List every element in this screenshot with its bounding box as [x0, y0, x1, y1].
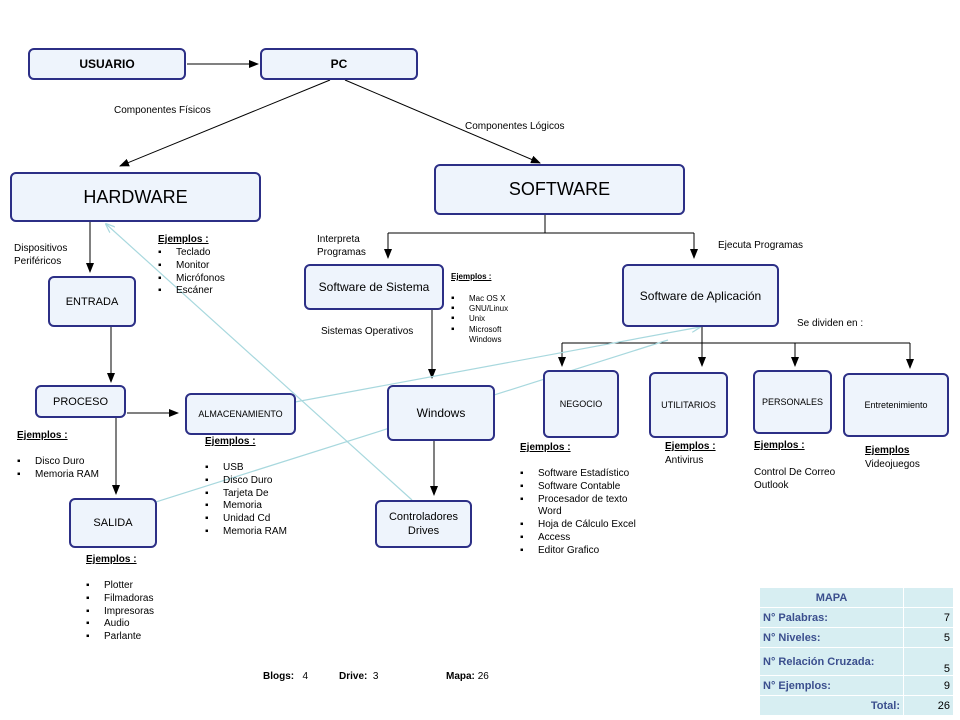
- examples-utilitarios-text: Antivirus: [665, 455, 704, 466]
- table-row: Total: 26: [759, 695, 954, 716]
- node-hardware[interactable]: HARDWARE: [10, 172, 261, 222]
- list-item: Editor Grafico: [520, 545, 636, 558]
- table-row: N° Palabras: 7: [759, 607, 954, 628]
- label-interpreta-programas: Interpreta Programas: [317, 234, 366, 258]
- label-componentes-fisicos: Componentes Físicos: [114, 105, 211, 116]
- node-negocio[interactable]: NEGOCIO: [543, 370, 619, 438]
- examples-hardware-list: Teclado Monitor Micrófonos Escáner: [158, 247, 225, 298]
- list-item: Impresoras: [86, 606, 154, 619]
- list-item: Tarjeta De: [205, 488, 287, 501]
- examples-sistema-title: Ejemplos :: [451, 272, 492, 281]
- crosslink-almacenamiento-aplicacion: [294, 327, 700, 403]
- examples-entretenimiento-title: Ejemplos: [865, 445, 910, 456]
- examples-personales-title: Ejemplos :: [754, 440, 805, 451]
- examples-sistema-list: Mac OS X GNU/Linux Unix Microsoft Window…: [451, 294, 508, 345]
- node-software-aplicacion[interactable]: Software de Aplicación: [622, 264, 779, 327]
- examples-negocio-list: Software Estadístico Software Contable P…: [520, 468, 636, 558]
- list-item: Parlante: [86, 631, 154, 644]
- node-windows[interactable]: Windows: [387, 385, 495, 441]
- arrow-pc-software: [344, 79, 541, 164]
- mapa-row-value: 5: [903, 647, 954, 676]
- footer-blogs: Blogs: 4: [263, 671, 309, 682]
- table-row: MAPA: [759, 587, 954, 608]
- examples-utilitarios-title: Ejemplos :: [665, 441, 716, 452]
- node-personales[interactable]: PERSONALES: [753, 370, 832, 434]
- mapa-row-value: 7: [903, 607, 954, 628]
- examples-almacenamiento-title: Ejemplos :: [205, 436, 256, 447]
- list-item: Micrófonos: [158, 273, 225, 286]
- node-almacenamiento[interactable]: ALMACENAMIENTO: [185, 393, 296, 435]
- arrow-software-branches: [388, 215, 694, 234]
- list-item: Procesador de texto: [520, 494, 636, 507]
- node-entretenimiento[interactable]: Entretenimiento: [843, 373, 949, 437]
- list-item: Memoria: [205, 500, 287, 513]
- list-item: USB: [205, 462, 287, 475]
- list-item: GNU/Linux: [451, 304, 508, 314]
- mapa-header: MAPA: [759, 587, 904, 608]
- examples-negocio-title: Ejemplos :: [520, 442, 571, 453]
- list-item: Unix: [451, 314, 508, 324]
- table-row: N° Relación Cruzada: 5: [759, 647, 954, 676]
- examples-hardware-title: Ejemplos :: [158, 234, 209, 245]
- mapa-row-value: 9: [903, 675, 954, 696]
- list-item: Monitor: [158, 260, 225, 273]
- label-componentes-logicos: Componentes Lógicos: [465, 121, 565, 132]
- footer-mapa: Mapa: 26: [446, 671, 489, 682]
- node-usuario[interactable]: USUARIO: [28, 48, 186, 80]
- crosslink-controladores-hardware: [106, 224, 413, 501]
- examples-salida-title: Ejemplos :: [86, 554, 137, 565]
- node-proceso[interactable]: PROCESO: [35, 385, 126, 418]
- list-item: Windows: [469, 334, 502, 344]
- arrow-pc-hardware: [119, 79, 331, 167]
- node-utilitarios[interactable]: UTILITARIOS: [649, 372, 728, 438]
- mapa-row-label: Total:: [759, 695, 904, 716]
- list-item: Plotter: [86, 580, 154, 593]
- node-pc[interactable]: PC: [260, 48, 418, 80]
- list-item: Memoria RAM: [17, 469, 99, 482]
- list-item: Word: [538, 506, 562, 518]
- examples-almacenamiento-list: USB Disco Duro Tarjeta De Memoria Unidad…: [205, 462, 287, 539]
- node-software-sistema[interactable]: Software de Sistema: [304, 264, 444, 310]
- list-item: Audio: [86, 618, 154, 631]
- examples-proceso-title: Ejemplos :: [17, 430, 68, 441]
- list-item: Disco Duro: [205, 475, 287, 488]
- list-item: Software Contable: [520, 481, 636, 494]
- table-row: N° Ejemplos: 9: [759, 675, 954, 696]
- node-salida[interactable]: SALIDA: [69, 498, 157, 548]
- mapa-row-label: N° Relación Cruzada:: [759, 647, 904, 676]
- mapa-row-label: N° Palabras:: [759, 607, 904, 628]
- mapa-row-value: 5: [903, 627, 954, 648]
- node-software[interactable]: SOFTWARE: [434, 164, 685, 215]
- list-item: Filmadoras: [86, 593, 154, 606]
- label-se-dividen-en: Se dividen en :: [797, 318, 864, 329]
- list-item: Unidad Cd: [205, 513, 287, 526]
- mapa-summary-table: MAPA N° Palabras: 7 N° Niveles: 5 N° Rel…: [759, 587, 954, 716]
- label-ejecuta-programas: Ejecuta Programas: [718, 240, 804, 251]
- table-row: N° Niveles: 5: [759, 627, 954, 648]
- list-item: Teclado: [158, 247, 225, 260]
- examples-salida-list: Plotter Filmadoras Impresoras Audio Parl…: [86, 580, 154, 644]
- mapa-row-label: N° Niveles:: [759, 627, 904, 648]
- footer-drive: Drive: 3: [339, 671, 379, 682]
- list-item: Mac OS X: [451, 294, 508, 304]
- label-dispositivos-perifericos: Dispositivos Periféricos: [14, 243, 68, 267]
- list-item: Software Estadístico: [520, 468, 636, 481]
- examples-entretenimiento-text: Videojuegos: [865, 459, 920, 470]
- label-sistemas-operativos: Sistemas Operativos: [321, 326, 414, 337]
- node-controladores[interactable]: Controladores Drives: [375, 500, 472, 548]
- list-item: Hoja de Cálculo Excel: [520, 519, 636, 532]
- node-entrada[interactable]: ENTRADA: [48, 276, 136, 327]
- examples-personales-text: Control De Correo Outlook: [754, 467, 836, 491]
- list-item: Disco Duro: [17, 456, 99, 469]
- examples-proceso-list: Disco Duro Memoria RAM: [17, 456, 99, 482]
- list-item: Microsoft: [451, 325, 508, 335]
- list-item: Escáner: [158, 285, 225, 298]
- list-item: Memoria RAM: [205, 526, 287, 539]
- mapa-row-label: N° Ejemplos:: [759, 675, 904, 696]
- mapa-row-value: 26: [903, 695, 954, 716]
- list-item: Access: [520, 532, 636, 545]
